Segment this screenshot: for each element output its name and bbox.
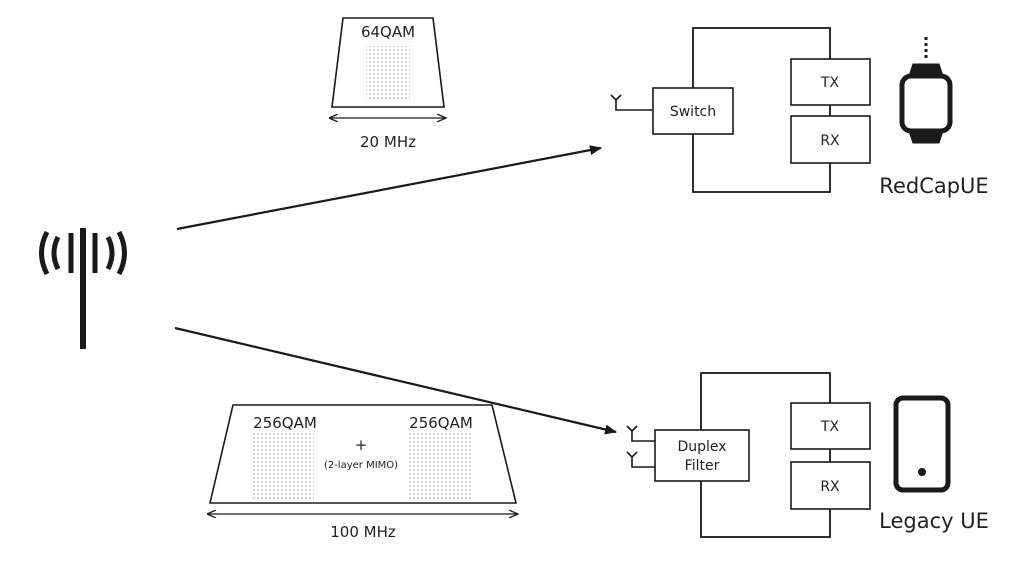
legacy-modulation-label-2: 256QAM — [409, 414, 473, 432]
legacy-modulation-label-1: 256QAM — [253, 414, 317, 432]
duplex-filter-line2: Filter — [685, 458, 720, 474]
redcap-rx-box — [790, 115, 871, 164]
legacy-mimo-label: (2-layer MIMO) — [324, 460, 398, 471]
legacy-constellation-dots-2 — [409, 433, 471, 499]
downlink-arrow-redcap — [176, 145, 602, 231]
redcap-ue-label: RedCapUE — [879, 174, 988, 198]
legacy-rx-box — [790, 461, 871, 510]
legacy-bandwidth-label: 100 MHz — [330, 523, 396, 541]
redcap-rx-label: RX — [820, 133, 840, 149]
redcap-spectrum: 64QAM 20 MHz — [330, 17, 446, 151]
antenna-icon — [610, 94, 653, 111]
smartphone-icon — [893, 395, 951, 493]
switch-label: Switch — [670, 104, 716, 120]
cell-tower-icon — [39, 228, 127, 349]
redcap-bandwidth-label: 20 MHz — [360, 133, 416, 151]
duplex-filter-box — [654, 429, 750, 482]
duplex-filter-line1: Duplex — [677, 439, 726, 455]
legacy-constellation-dots-1 — [252, 433, 314, 499]
legacy-tx-label: TX — [820, 419, 840, 435]
legacy-rx-label: RX — [820, 479, 840, 495]
antenna-icon — [626, 425, 655, 468]
legacy-spectrum: 256QAM 256QAM + (2-layer MIMO) 100 MHz — [208, 404, 518, 541]
redcap-tx-box — [790, 58, 871, 106]
downlink-arrow-legacy — [174, 326, 617, 435]
legacy-ue-label: Legacy UE — [879, 509, 989, 533]
switch-box — [652, 87, 734, 135]
redcap-constellation-dots — [366, 46, 410, 100]
legacy-plus-sign: + — [355, 436, 368, 454]
legacy-tx-box — [790, 402, 871, 450]
redcap-modulation-label: 64QAM — [361, 23, 415, 41]
smartwatch-icon — [899, 37, 953, 144]
redcap-ue-block: Switch TX RX — [610, 27, 871, 193]
legacy-ue-block: Duplex Filter TX RX — [626, 372, 871, 538]
redcap-tx-label: TX — [820, 75, 840, 91]
